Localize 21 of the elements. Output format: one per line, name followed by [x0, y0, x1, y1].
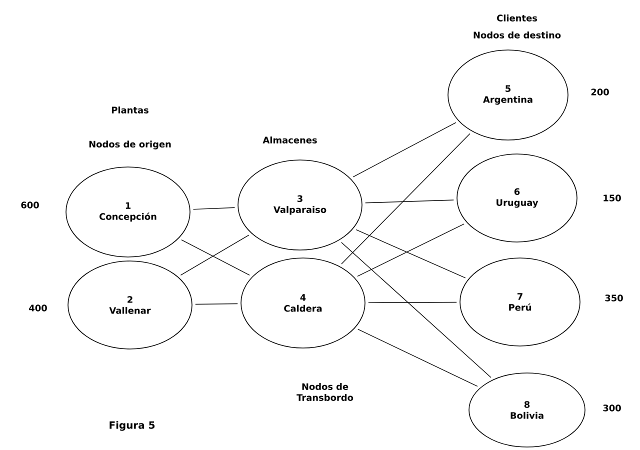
quantity-label: 400: [29, 304, 47, 312]
connector-line: [192, 207, 236, 210]
group-label: Almacenes: [262, 136, 317, 144]
connector-line: [364, 200, 454, 204]
connector-line: [368, 302, 457, 304]
connector-line: [352, 122, 456, 178]
quantity-label: 150: [604, 194, 621, 202]
connector-line: [341, 242, 492, 378]
connector-line: [195, 303, 238, 305]
group-label: Nodos de origen: [89, 140, 171, 150]
group-label: Nodos de destino: [474, 32, 561, 38]
quantity-label: 200: [591, 88, 609, 96]
group-label: Nodos de Transbordo: [296, 383, 354, 401]
quantity-label: 600: [21, 202, 39, 208]
group-label: Clientes: [497, 14, 538, 22]
connector-line: [341, 133, 470, 264]
connector-line: [358, 328, 478, 387]
quantity-label: 350: [605, 294, 623, 302]
figure-caption: Figura 5: [110, 421, 155, 431]
quantity-label: 300: [603, 404, 621, 412]
group-label: Plantas: [112, 106, 148, 114]
